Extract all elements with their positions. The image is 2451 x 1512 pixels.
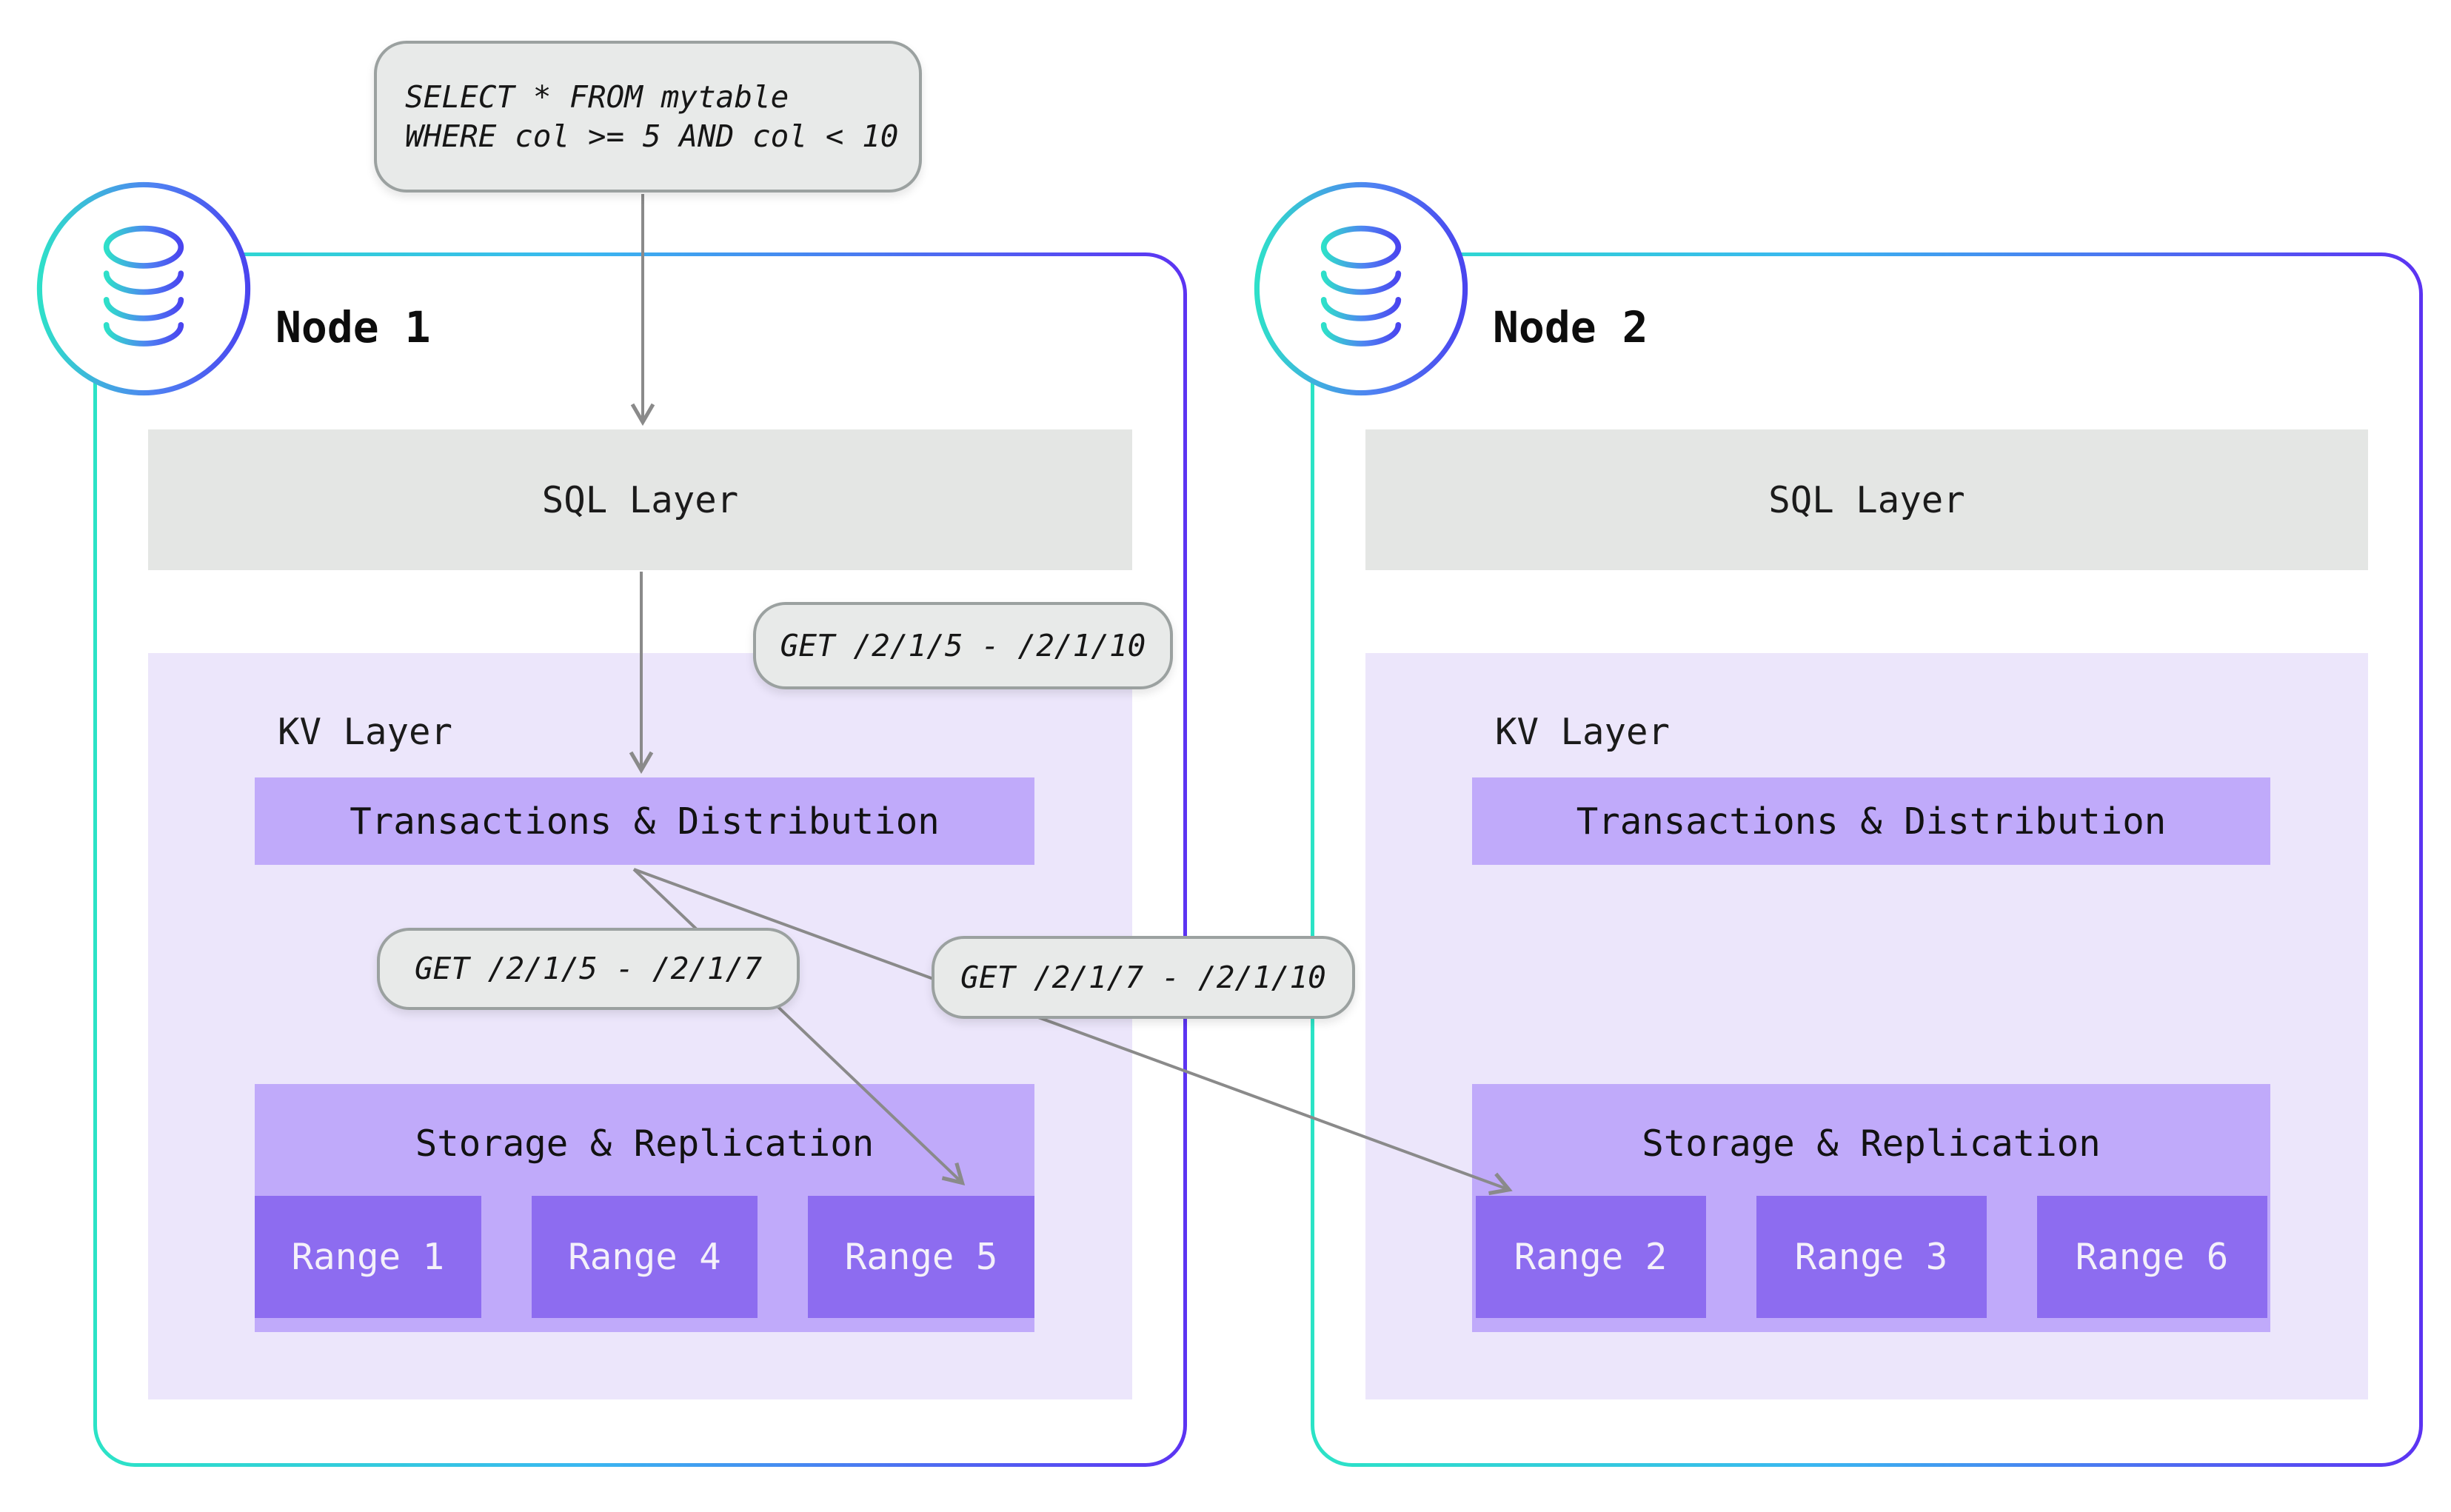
- kv-layer-label: KV Layer: [278, 711, 453, 753]
- range-box: Range 6: [2036, 1196, 2267, 1318]
- database-icon: [1254, 181, 1468, 396]
- sql-layer-box: SQL Layer: [148, 429, 1132, 570]
- sql-layer-box: SQL Layer: [1365, 429, 2368, 570]
- get-full-range-label: GET /2/1/5 - /2/1/10: [753, 602, 1173, 689]
- kv-layer-box: KV Layer Transactions & Distribution Sto…: [148, 653, 1132, 1399]
- sql-layer-label: SQL Layer: [541, 478, 739, 521]
- kv-layer-box: KV Layer Transactions & Distribution Sto…: [1365, 653, 2368, 1399]
- range-row: Range 2 Range 3 Range 6: [1472, 1196, 2270, 1318]
- range-box: Range 5: [808, 1196, 1035, 1318]
- node-title: Node 1: [275, 302, 431, 352]
- transactions-distribution-label: Transactions & Distribution: [1576, 800, 2167, 843]
- transactions-distribution-label: Transactions & Distribution: [350, 800, 940, 843]
- node-2-container: Node 2 SQL Layer KV Layer Transactions &…: [1254, 181, 2423, 1467]
- range-box: Range 4: [531, 1196, 758, 1318]
- transactions-distribution-box: Transactions & Distribution: [1472, 777, 2270, 865]
- sql-layer-label: SQL Layer: [1768, 478, 1965, 521]
- storage-replication-box: Storage & Replication Range 2 Range 3 Ra…: [1472, 1084, 2270, 1332]
- storage-replication-box: Storage & Replication Range 1 Range 4 Ra…: [255, 1084, 1035, 1332]
- storage-replication-label: Storage & Replication: [415, 1123, 875, 1165]
- kv-layer-label: KV Layer: [1495, 711, 1671, 753]
- range-box: Range 1: [255, 1196, 481, 1318]
- node-1-container: Node 1 SQL Layer KV Layer Transactions &…: [36, 181, 1187, 1467]
- range-box: Range 2: [1475, 1196, 1706, 1318]
- get-left-range-label: GET /2/1/5 - /2/1/7: [377, 928, 800, 1010]
- range-box: Range 3: [1756, 1196, 1987, 1318]
- database-icon: [36, 181, 251, 396]
- node-title: Node 2: [1493, 302, 1648, 352]
- transactions-distribution-box: Transactions & Distribution: [255, 777, 1034, 865]
- get-right-range-label: GET /2/1/7 - /2/1/10: [932, 936, 1355, 1019]
- range-row: Range 1 Range 4 Range 5: [255, 1196, 1035, 1318]
- storage-replication-label: Storage & Replication: [1642, 1123, 2101, 1165]
